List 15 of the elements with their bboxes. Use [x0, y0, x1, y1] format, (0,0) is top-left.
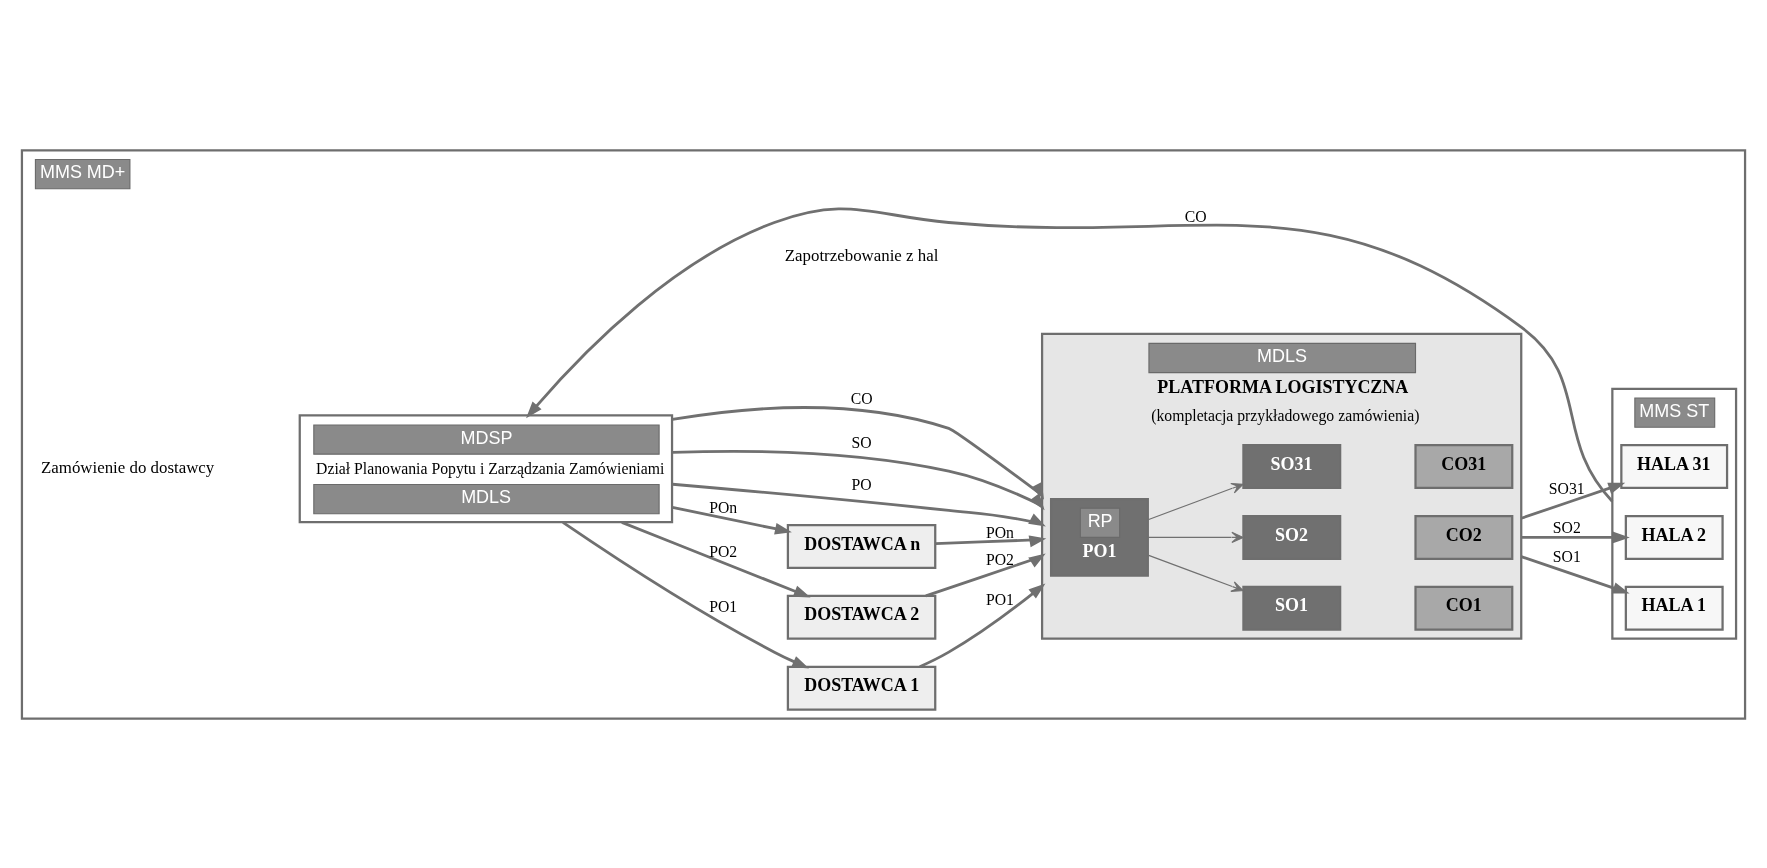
edge-label: SO1: [1552, 547, 1581, 565]
edge-label: SO31: [1548, 479, 1585, 497]
edge-label: PO2: [709, 542, 738, 560]
label: Zapotrzebowanie z hal: [784, 245, 939, 265]
edge-label: POn: [709, 498, 738, 516]
edge-label: PO1: [985, 590, 1014, 608]
edge-label: PO: [851, 475, 872, 493]
edge-label: SO2: [1552, 518, 1581, 536]
edge-label: CO: [850, 389, 873, 407]
edge-label: SO: [851, 433, 872, 451]
edge-label: CO: [1184, 207, 1207, 225]
edge-label: POn: [985, 523, 1014, 541]
edge-label: PO1: [709, 597, 738, 615]
label: Zamówienie do dostawcy: [41, 457, 215, 477]
edge-label: PO2: [985, 550, 1014, 568]
